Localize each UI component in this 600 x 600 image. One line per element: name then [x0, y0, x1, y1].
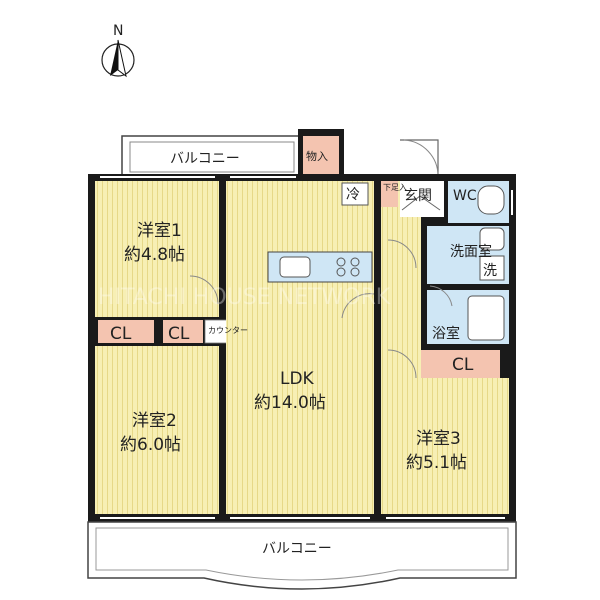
room-3-size: 約5.1帖: [406, 453, 467, 473]
shoe-box: [381, 181, 398, 207]
washroom-label: 洗面室: [450, 243, 492, 260]
counter-cabinet-label: カウンター: [208, 326, 248, 335]
balcony-top: バルコニー: [121, 135, 301, 177]
room-2-size: 約6.0帖: [120, 435, 181, 455]
ldk-size: 約14.0帖: [254, 393, 326, 413]
watermark: HITACHI HOUSE NETWORK: [98, 285, 391, 310]
stove-icon: [336, 257, 360, 277]
room-3: [381, 378, 509, 514]
ldk-room: [226, 181, 374, 514]
closet-2: [163, 320, 203, 343]
room-1-size: 約4.8帖: [124, 245, 185, 265]
closet-1: [98, 320, 154, 343]
closet-3: [420, 350, 500, 378]
closet-3-label: CL: [452, 355, 474, 375]
compass-label: N: [113, 23, 123, 39]
wc-label: WC: [453, 188, 477, 204]
room-3-name: 洋室3: [416, 429, 461, 449]
sink-icon: [479, 227, 505, 251]
entrance-label: 玄関: [404, 187, 432, 204]
entrance: [400, 181, 444, 217]
room-1: [95, 181, 219, 317]
room-2: [95, 346, 219, 514]
room-2-name: 洋室2: [132, 411, 177, 431]
room-1-name: 洋室1: [137, 221, 182, 241]
bathroom-label: 浴室: [432, 325, 460, 342]
toilet-icon: [477, 185, 505, 215]
ldk-name: LDK: [280, 369, 315, 389]
closet-2-label: CL: [168, 324, 190, 344]
storage-label: 物入: [306, 149, 328, 163]
storage: [303, 136, 339, 174]
closet-1-label: CL: [110, 324, 132, 344]
washer-label: 洗: [483, 263, 497, 279]
bathtub-icon: [467, 295, 505, 341]
fridge: [341, 182, 369, 206]
compass: N: [101, 23, 135, 78]
shoe-box-label: 下足入: [383, 183, 407, 192]
balcony-bottom: バルコニー: [87, 521, 517, 590]
washer-space: [479, 255, 505, 281]
balcony-bottom-label: バルコニー: [262, 541, 332, 557]
compass-arrow-icon: [110, 40, 118, 76]
fridge-label: 冷: [346, 187, 360, 203]
balcony-top-label: バルコニー: [170, 151, 240, 167]
kitchen-sink-icon: [279, 256, 311, 278]
